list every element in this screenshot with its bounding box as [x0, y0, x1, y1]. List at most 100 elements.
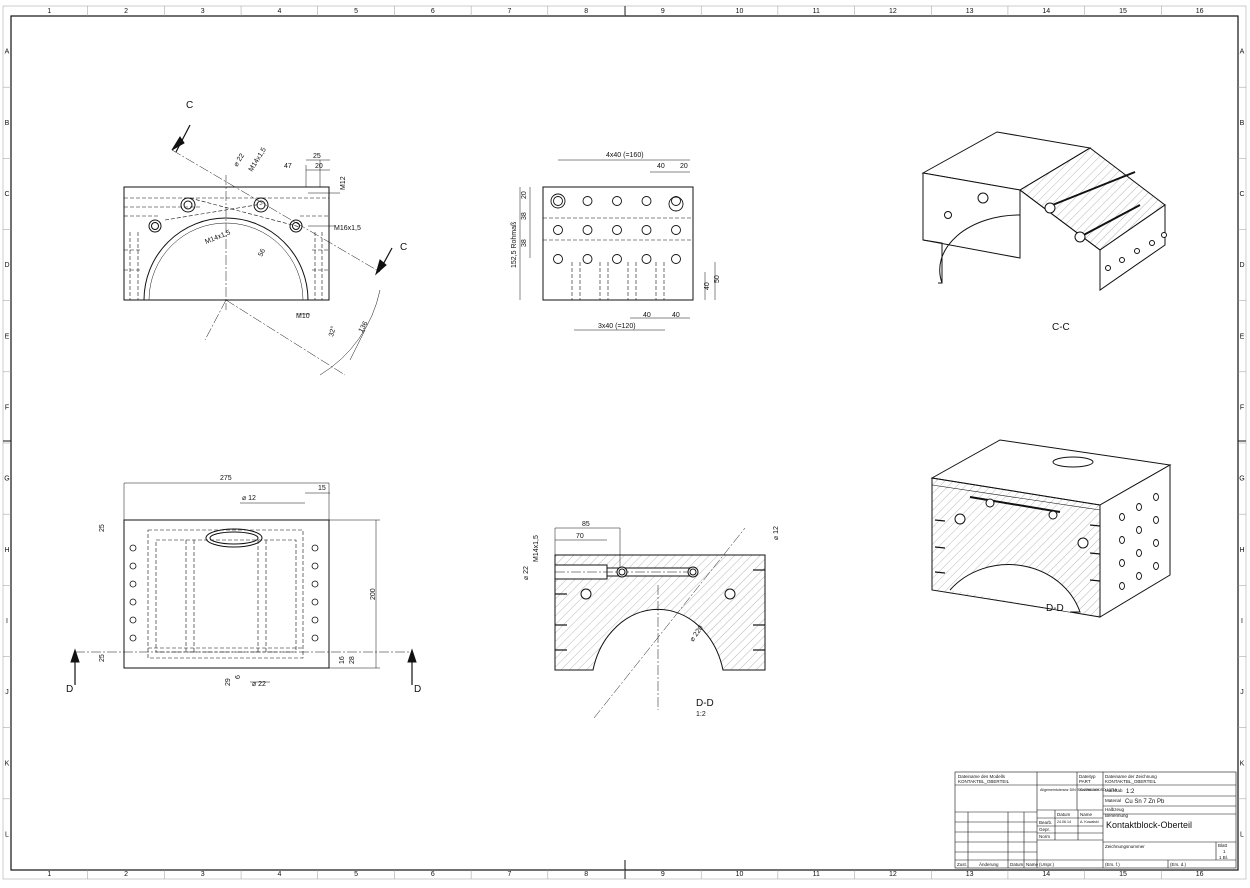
zone-row-label: J [1240, 689, 1244, 696]
dim-dd-d12: ⌀ 12 [773, 526, 780, 540]
tb-model-file: KONTAKTBL_OBERTEIL [958, 779, 1010, 784]
dim-side-rohmass: 152,5 Rohmaß [511, 222, 518, 268]
zone-column-label: 2 [124, 8, 128, 15]
zone-column-label: 1 [47, 871, 51, 878]
dim-top-6: 6 [235, 675, 242, 679]
section-c-label-bottom: C [400, 242, 407, 253]
tb-aend-label: Änderung [979, 861, 999, 867]
dim-side-top-40: 40 [657, 163, 665, 170]
zone-column-label: 9 [661, 8, 665, 15]
section-c-label-top: C [186, 100, 193, 111]
tb-bearb-label: Bearb. [1039, 820, 1052, 825]
top-view-hole [311, 598, 319, 606]
tb-material-label: Material [1105, 798, 1121, 803]
top-view-hole [129, 580, 137, 588]
top-view-hole [311, 580, 319, 588]
side-view-hole [612, 225, 622, 235]
dim-side-left-38b: 38 [521, 239, 528, 247]
dim-side-right-50: 50 [714, 275, 721, 283]
iso-dd-hole [1153, 539, 1159, 547]
top-view-labels: D D 275 ⌀ 12 15 25 200 25 16 28 29 6 ⌀ 2… [66, 475, 421, 695]
front-view-bore-arc [143, 217, 309, 301]
dim-front-25: 25 [313, 153, 321, 160]
sheet-frame [2, 5, 1247, 880]
zone-column-label: 2 [124, 871, 128, 878]
top-view [70, 482, 417, 685]
zone-row-label: H [4, 547, 9, 554]
side-view-hole [641, 254, 652, 264]
dim-dd-d220: ⌀ 220 [689, 624, 705, 643]
side-view-hole [553, 254, 563, 264]
side-view-hole [553, 225, 563, 235]
top-view-hole [311, 616, 319, 624]
zone-column-labels: 1122334455667788991010111112121313141415… [47, 8, 1203, 878]
zone-column-label: 6 [431, 8, 435, 15]
zone-column-label: 8 [584, 871, 588, 878]
dim-top-25-bot: 25 [99, 654, 106, 662]
dim-top-28: 28 [349, 656, 356, 664]
dim-top-25-top: 25 [99, 524, 106, 532]
side-view [519, 159, 716, 331]
top-view-hole [129, 634, 137, 642]
iso-dd-hole [1136, 526, 1142, 534]
dim-front-56: 56 [257, 248, 267, 258]
tb-sheet-of: 1 Bl. [1219, 855, 1228, 860]
dim-front-m16: M16x1,5 [334, 225, 361, 232]
zone-row-label: E [5, 333, 10, 340]
dim-front-47: 47 [284, 163, 292, 170]
tb-bearb-name: A. Kowalski [1080, 820, 1099, 824]
dim-top-275: 275 [220, 475, 232, 482]
dim-front-m14-left: M14x1,5 [204, 229, 232, 246]
section-dd-scale: 1:2 [696, 711, 706, 718]
dim-front-d22: ⌀ 22 [233, 152, 246, 168]
tb-drawing-file: KONTAKTBL_OBERTEIL [1105, 779, 1157, 784]
side-view-labels: 4x40 (=160) 40 20 20 38 38 152,5 Rohmaß … [511, 152, 721, 330]
side-view-hole-grid [550, 193, 684, 264]
zone-row-label: C [4, 191, 9, 198]
dim-side-top-20: 20 [680, 163, 688, 170]
zone-row-label: F [1240, 404, 1244, 411]
iso-dd-hole [1153, 562, 1159, 570]
zone-column-label: 5 [354, 871, 358, 878]
dim-top-d22: ⌀ 22 [252, 681, 266, 688]
dim-top-200: 200 [370, 588, 377, 600]
zone-column-label: 8 [584, 8, 588, 15]
tb-ers-d-label: (Ers. d.) [1170, 862, 1187, 867]
iso-dd-hole [1153, 516, 1159, 524]
tb-material: Cu Sn 7 Zn Pb [1125, 799, 1165, 805]
front-view-threaded-holes [148, 197, 303, 233]
tb-sheet-label: Blatt [1218, 843, 1228, 848]
dim-dd-m14: M14x1,5 [533, 535, 540, 562]
side-view-hole [582, 196, 593, 206]
zone-column-label: 5 [354, 8, 358, 15]
side-view-hole [671, 225, 681, 235]
zone-column-label: 10 [736, 871, 744, 878]
zone-column-label: 15 [1119, 8, 1127, 15]
zone-column-label: 9 [661, 871, 665, 878]
tb-bearb-date: 24.06.14 [1057, 820, 1071, 824]
tb-date-col: Datum [1057, 812, 1071, 817]
zone-column-label: 3 [201, 8, 205, 15]
iso-dd-hole [1136, 549, 1142, 557]
zone-column-label: 16 [1196, 871, 1204, 878]
zone-row-label: L [1240, 831, 1244, 838]
dim-front-20: 20 [315, 163, 323, 170]
tb-urspr-label: (Urspr.) [1039, 862, 1055, 867]
zone-column-label: 4 [277, 8, 281, 15]
tb-zust-label: Zust. [957, 862, 967, 867]
side-view-hole [582, 225, 593, 235]
tb-datum-label: Datum [1010, 862, 1024, 867]
section-d-label-left: D [66, 684, 73, 695]
zone-row-label: L [5, 831, 9, 838]
dim-top-29: 29 [225, 678, 232, 686]
top-view-hole [129, 562, 137, 570]
top-view-slot [205, 528, 263, 548]
dim-front-m10: M10 [296, 313, 310, 320]
zone-column-label: 11 [813, 8, 820, 15]
tb-name-label: Benennung [1105, 813, 1129, 818]
side-view-hole [671, 196, 681, 206]
top-view-hole [129, 598, 137, 606]
